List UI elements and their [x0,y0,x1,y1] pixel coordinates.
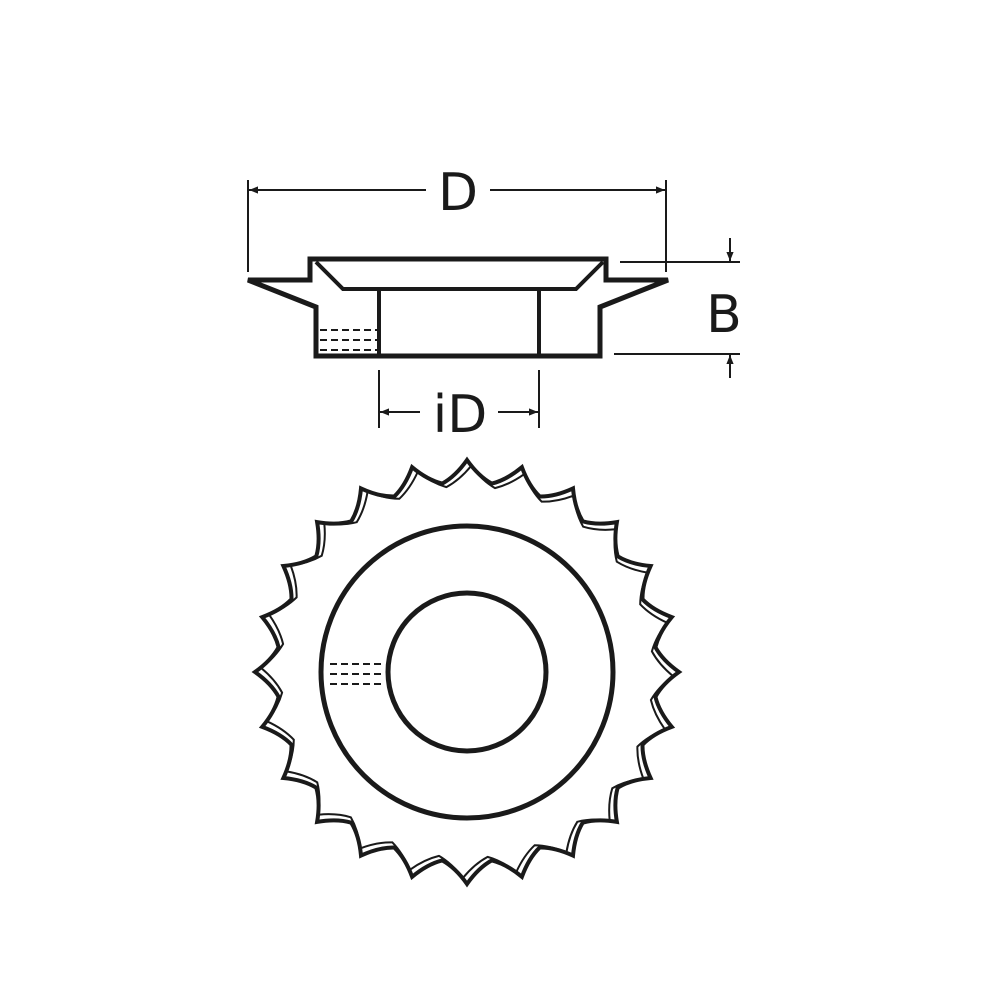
label-b: B [706,285,742,345]
label-d: D [438,163,478,223]
serrated-edge-inner-line [259,464,675,880]
dimension-d: D [247,163,667,272]
hidden-lines-side [320,329,377,351]
top-view [251,456,683,888]
side-view [247,256,669,359]
hidden-lines-top [330,663,384,685]
side-view-outline [247,256,669,359]
label-id: iD [433,385,488,445]
flange-circle [318,523,616,821]
dimension-id: iD [378,370,540,445]
bore-circle [385,590,549,754]
side-view-chamfer [314,260,605,291]
dimension-b: B [614,238,742,378]
serrated-edge [251,456,683,888]
